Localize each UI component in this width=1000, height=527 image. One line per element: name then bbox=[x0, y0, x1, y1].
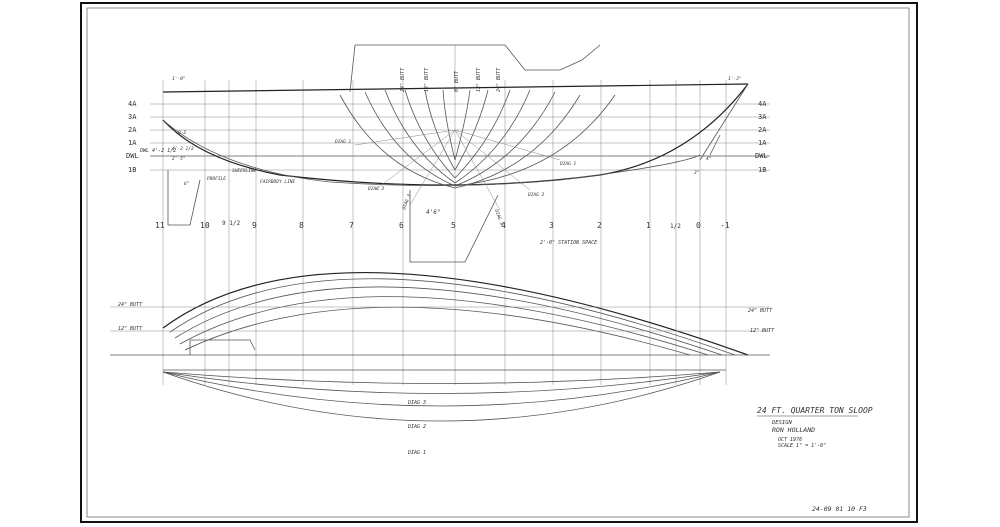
dim-label: 4" bbox=[706, 156, 711, 162]
drawing-date: OCT 1976 bbox=[778, 437, 802, 443]
butt-label: 12" BUTT bbox=[750, 328, 775, 334]
wl-label: 2A bbox=[758, 126, 767, 134]
keel-fin bbox=[409, 190, 499, 263]
butt-label: 0" BUTT bbox=[454, 70, 460, 92]
title-block: 24 FT. QUARTER TON SLOOP DESIGN RON HOLL… bbox=[757, 406, 873, 449]
buttock-labels-profile: 24" BUTT 12" BUTT 24" BUTT 12" BUTT bbox=[118, 302, 775, 334]
waterline-grid bbox=[150, 103, 770, 171]
diagonal-plan-lines bbox=[162, 371, 721, 422]
annotation-label: FAIRBODY LINE bbox=[260, 179, 296, 185]
buttock-labels-top: 24" BUTT 12" BUTT 0" BUTT 12" BUTT 24" B… bbox=[400, 67, 502, 92]
sheer-line bbox=[162, 83, 749, 93]
station-label: 3 bbox=[549, 221, 554, 230]
station-label: 8 bbox=[299, 221, 304, 230]
butt-label: 24" BUTT bbox=[118, 302, 143, 308]
station-label: 2 bbox=[597, 221, 602, 230]
dims-right: 1'-3" 4" 3" bbox=[693, 76, 742, 176]
station-label: 1/2 bbox=[670, 223, 681, 230]
wl-label: DWL bbox=[126, 152, 139, 160]
dim-label: 6" bbox=[184, 181, 189, 187]
wl-label: 3A bbox=[128, 113, 137, 121]
dim-label: 3" bbox=[693, 170, 699, 176]
half-breadth-dim: 4'6" bbox=[426, 209, 440, 216]
diag-label: DIAG 2 bbox=[367, 186, 385, 192]
wl-label: 4A bbox=[758, 100, 767, 108]
station-lines bbox=[162, 45, 727, 385]
designer-name: RON HOLLAND bbox=[772, 426, 815, 434]
design-label: DESIGN bbox=[771, 420, 793, 426]
wl-label: 2A bbox=[128, 126, 137, 134]
diagonal-labels: DIAG 3 DIAG 2 DIAG 1 bbox=[407, 400, 426, 456]
butt-label: 12" BUTT bbox=[476, 67, 482, 92]
diag-label: DIAG 1 bbox=[334, 139, 352, 145]
station-label: 1 bbox=[646, 221, 651, 230]
dim-label: 1'-3" bbox=[728, 76, 742, 82]
wl-label: 1A bbox=[128, 139, 137, 147]
butt-label: 24" BUTT bbox=[748, 308, 773, 314]
station-label: 11 bbox=[155, 221, 165, 230]
waterline-labels-left: 4A 3A 2A 1A DWL 1B bbox=[126, 100, 139, 174]
station-label: 7 bbox=[349, 221, 354, 230]
station-label: 6 bbox=[399, 221, 404, 230]
diag-label: DIAG 2 bbox=[407, 424, 426, 430]
dims-left: 1'-0" 0-2 4'-2 1/2 2'-5" 6" bbox=[172, 76, 194, 187]
dim-label: 0-2 bbox=[178, 130, 186, 136]
body-diagonals bbox=[354, 129, 561, 211]
station-label: 5 bbox=[451, 221, 456, 230]
diag-label: DIAG 2 bbox=[527, 192, 545, 198]
body-diag-labels: DIAG 1 DIAG 2 DIAG 3 DIAG 1 DIAG 2 DIAG … bbox=[334, 139, 577, 226]
dwl-note: DWL 4'-2 1/2 bbox=[139, 148, 176, 154]
diag-label: DIAG 3 bbox=[407, 400, 426, 406]
dim-label: 1'-0" bbox=[172, 76, 186, 82]
diag-label: DIAG 3 bbox=[401, 193, 413, 212]
station-label: 4 bbox=[501, 221, 506, 230]
drawing-title: 24 FT. QUARTER TON SLOOP bbox=[757, 406, 873, 415]
wl-label: 1A bbox=[758, 139, 767, 147]
wl-label: 1B bbox=[128, 166, 136, 174]
annotation-label: SHEERLINE bbox=[232, 168, 257, 174]
station-spacing-note: 2'-0" STATION SPACE bbox=[540, 240, 597, 246]
buttock-lines bbox=[162, 272, 749, 356]
diag-label: DIAG 1 bbox=[559, 161, 577, 167]
dim-label: 4'-2 1/2 bbox=[172, 146, 194, 152]
wl-label: 4A bbox=[128, 100, 137, 108]
wl-label: DWL bbox=[755, 152, 768, 160]
rudder bbox=[167, 170, 201, 226]
wl-label: 3A bbox=[758, 113, 767, 121]
diag-label: DIAG 1 bbox=[407, 450, 426, 456]
outer-border bbox=[80, 2, 918, 523]
inner-border bbox=[86, 7, 910, 518]
butt-label: 12" BUTT bbox=[424, 67, 430, 92]
butt-label: 24" BUTT bbox=[400, 67, 406, 92]
dim-label: 2'-5" bbox=[172, 156, 186, 162]
station-label: 10 bbox=[200, 221, 210, 230]
waterline-labels-right: 4A 3A 2A 1A DWL 1B bbox=[755, 100, 768, 174]
butt-label: 12" BUTT bbox=[118, 326, 143, 332]
station-label: -1 bbox=[720, 221, 730, 230]
drawing-scale: SCALE 1" = 1'-0" bbox=[778, 443, 826, 449]
station-labels: 11 10 9 1/2 9 8 7 6 5 4 3 2 1 1/2 0 -1 bbox=[155, 220, 730, 230]
butt-label: 24" BUTT bbox=[496, 67, 502, 92]
station-label: 9 bbox=[252, 221, 257, 230]
station-label: 0 bbox=[696, 221, 701, 230]
annotation-label: PROFILE bbox=[207, 176, 226, 182]
wl-label: 1B bbox=[758, 166, 766, 174]
sheet-number: 24-09 01 10 F3 bbox=[812, 505, 867, 513]
station-label: 9 1/2 bbox=[222, 220, 240, 227]
diag-label: DIAG 3 bbox=[493, 208, 505, 227]
body-plan-sections bbox=[339, 89, 616, 189]
annotations: PROFILE SHEERLINE FAIRBODY LINE bbox=[207, 168, 296, 185]
